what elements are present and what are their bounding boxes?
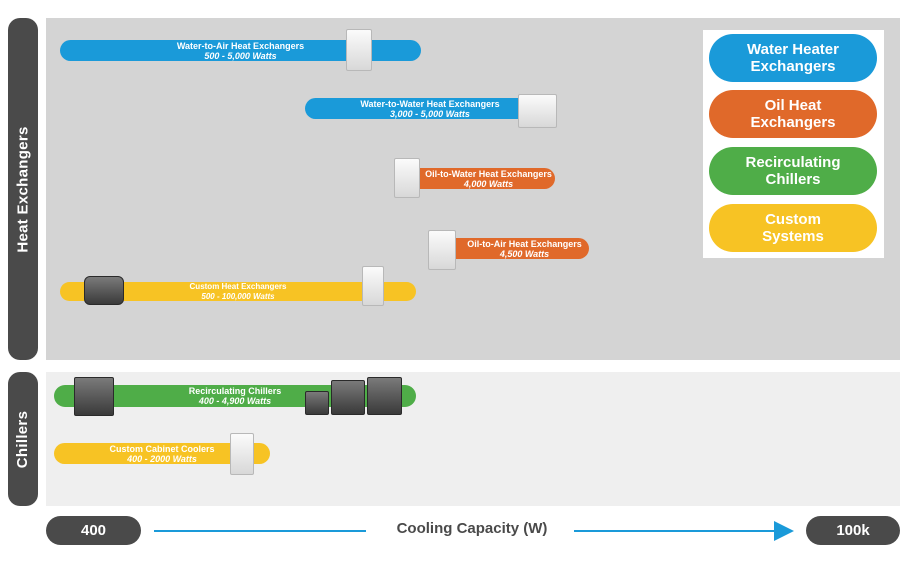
bar-title: Water-to-Water Heat Exchangers xyxy=(360,98,500,109)
legend-label-line2: Exchangers xyxy=(750,58,836,75)
bar-custom-heat-exchangers: Custom Heat Exchangers 500 - 100,000 Wat… xyxy=(60,282,416,301)
water-to-water-unit-image xyxy=(518,94,557,128)
axis-min-label: 400 xyxy=(46,516,141,545)
bar-title: Recirculating Chillers xyxy=(188,386,282,396)
legend-label-line1: Water Heater xyxy=(747,41,839,58)
section-label-heat-exchangers-text: Heat Exchangers xyxy=(14,125,32,253)
bar-oil-to-air: Oil-to-Air Heat Exchangers 4,500 Watts xyxy=(438,238,589,259)
chiller-unit-image-4 xyxy=(367,377,402,415)
bar-title: Oil-to-Air Heat Exchangers xyxy=(467,238,582,249)
chiller-unit-image-3 xyxy=(331,380,365,415)
legend-label-line2: Exchangers xyxy=(750,114,836,131)
bar-oil-to-water: Oil-to-Water Heat Exchangers 4,000 Watts xyxy=(400,168,555,189)
legend-label-line2: Systems xyxy=(762,228,824,245)
oil-to-water-unit-image xyxy=(394,158,420,198)
bar-watts: 400 - 4,900 Watts xyxy=(198,396,272,406)
bar-watts: 4,000 Watts xyxy=(463,178,514,189)
axis-max-label: 100k xyxy=(806,516,900,545)
oil-to-air-unit-image xyxy=(428,230,456,270)
legend-label-line1: Oil Heat xyxy=(764,97,822,114)
chiller-unit-image-1 xyxy=(74,377,114,416)
bar-watts: 500 - 100,000 Watts xyxy=(201,291,275,301)
bar-watts: 3,000 - 5,000 Watts xyxy=(390,108,470,119)
section-label-chillers: Chillers xyxy=(8,372,38,506)
section-label-heat-exchangers: Heat Exchangers xyxy=(8,18,38,360)
bar-water-to-air: Water-to-Air Heat Exchangers 500 - 5,000… xyxy=(60,40,421,61)
bar-title: Custom Heat Exchangers xyxy=(189,281,287,291)
legend-label-line1: Custom xyxy=(765,211,821,228)
water-to-air-unit-image xyxy=(346,29,372,71)
bar-watts: 500 - 5,000 Watts xyxy=(204,50,277,61)
bar-custom-cabinet-coolers: Custom Cabinet Coolers 400 - 2000 Watts xyxy=(54,443,270,464)
bar-watts: 4,500 Watts xyxy=(499,248,550,259)
axis-arrow xyxy=(154,521,794,541)
bar-watts: 400 - 2000 Watts xyxy=(127,453,197,464)
axis-title: Cooling Capacity (W) xyxy=(396,520,548,537)
axis-arrowhead xyxy=(774,521,794,541)
bar-water-to-water: Water-to-Water Heat Exchangers 3,000 - 5… xyxy=(305,98,555,119)
custom-heat-exchanger-cabinet-image xyxy=(362,266,384,306)
chiller-unit-image-2 xyxy=(305,391,329,415)
bar-title: Oil-to-Water Heat Exchangers xyxy=(425,168,552,179)
legend-label-line1: Recirculating xyxy=(745,154,841,171)
legend-label-line2: Chillers xyxy=(765,171,821,188)
custom-heat-exchanger-unit-image xyxy=(84,276,124,305)
bar-title: Water-to-Air Heat Exchangers xyxy=(176,40,305,51)
section-label-chillers-text: Chillers xyxy=(14,410,32,468)
cabinet-cooler-unit-image xyxy=(230,433,254,475)
bar-title: Custom Cabinet Coolers xyxy=(109,443,215,454)
